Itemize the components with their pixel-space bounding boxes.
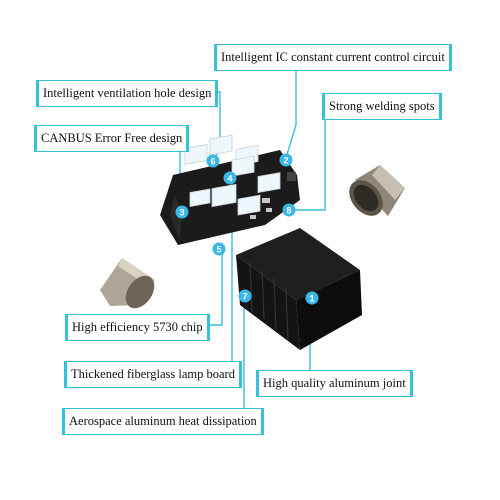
heat-sink (236, 228, 362, 350)
callout-fiberglass-text: Thickened fiberglass lamp board (71, 367, 235, 381)
marker-6: 6 (206, 154, 220, 168)
marker-2: 2 (279, 153, 293, 167)
markers: 6 4 2 3 8 5 7 1 (175, 153, 319, 305)
svg-text:8: 8 (286, 206, 291, 216)
callout-welding-text: Strong welding spots (329, 99, 435, 113)
led-board (160, 134, 300, 245)
callout-canbus-text: CANBUS Error Free design (41, 131, 183, 145)
callout-heat-text: Aerospace aluminum heat dissipation (69, 414, 257, 428)
svg-text:2: 2 (283, 156, 288, 166)
end-cap-left (100, 258, 155, 309)
callout-fiberglass: Thickened fiberglass lamp board (64, 361, 242, 388)
svg-text:1: 1 (309, 294, 314, 304)
callout-ventilation-text: Intelligent ventilation hole design (43, 86, 212, 100)
marker-8: 8 (282, 203, 296, 217)
callout-chip-text: High efficiency 5730 chip (72, 320, 203, 334)
callout-canbus: CANBUS Error Free design (34, 125, 190, 152)
callout-joint-text: High quality aluminum joint (263, 376, 406, 390)
callout-ic-control: Intelligent IC constant current control … (214, 44, 452, 71)
svg-text:7: 7 (242, 292, 247, 302)
marker-3: 3 (175, 205, 189, 219)
callout-heat: Aerospace aluminum heat dissipation (62, 408, 264, 435)
svg-text:4: 4 (227, 174, 232, 184)
marker-1: 1 (305, 291, 319, 305)
callout-ventilation: Intelligent ventilation hole design (36, 80, 219, 107)
marker-7: 7 (238, 289, 252, 303)
callout-chip: High efficiency 5730 chip (65, 314, 210, 341)
marker-5: 5 (212, 242, 226, 256)
callout-joint: High quality aluminum joint (256, 370, 413, 397)
callout-welding: Strong welding spots (322, 93, 442, 120)
svg-text:6: 6 (210, 157, 215, 167)
end-cap-right (349, 165, 405, 216)
callout-ic-control-text: Intelligent IC constant current control … (221, 50, 445, 64)
svg-text:3: 3 (179, 208, 184, 218)
leader-chip (208, 250, 223, 326)
marker-4: 4 (223, 171, 237, 185)
leader-welding (295, 104, 326, 211)
svg-text:5: 5 (216, 245, 221, 255)
leader-ic (285, 62, 297, 159)
